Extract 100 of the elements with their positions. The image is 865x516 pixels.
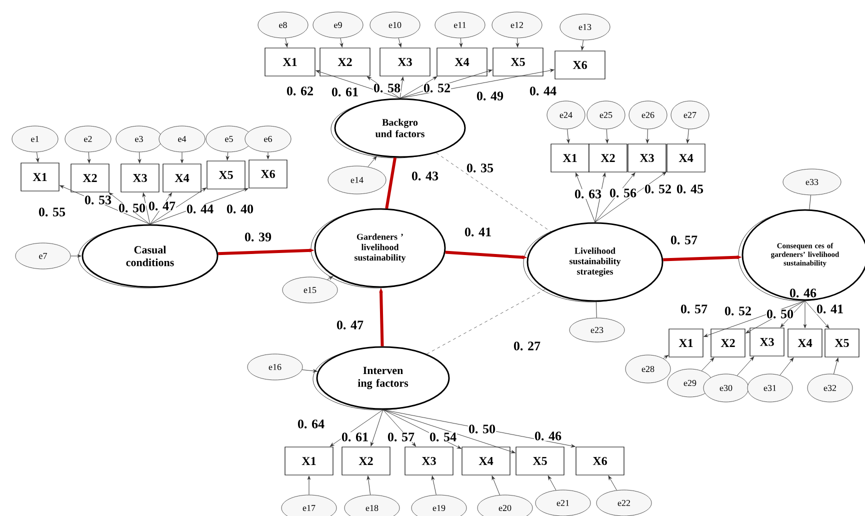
arrow bbox=[431, 476, 436, 496]
arrow bbox=[370, 410, 384, 446]
arrow bbox=[327, 276, 333, 280]
arrow bbox=[366, 476, 371, 496]
arrow bbox=[566, 128, 570, 144]
edge-label: 0. 43 bbox=[410, 171, 440, 181]
indicator-box: X5 bbox=[516, 446, 564, 476]
arrow bbox=[804, 300, 830, 328]
arrow bbox=[780, 300, 806, 328]
dashed-line bbox=[426, 289, 546, 354]
arrow bbox=[608, 476, 617, 490]
arrow bbox=[180, 152, 184, 164]
arrow bbox=[594, 172, 666, 222]
arrow bbox=[398, 38, 402, 48]
arrow bbox=[646, 129, 649, 144]
arrow bbox=[736, 356, 754, 376]
edge-label: 0. 57 bbox=[386, 432, 416, 442]
arrow bbox=[459, 38, 463, 48]
arrow bbox=[400, 76, 404, 98]
arrow bbox=[142, 192, 150, 224]
indicator-box: X2 bbox=[342, 446, 390, 476]
arrow bbox=[803, 300, 807, 328]
arrow bbox=[307, 476, 311, 495]
arrow bbox=[226, 152, 230, 160]
edge-label: 0. 39 bbox=[244, 232, 272, 242]
indicator-box: X3 bbox=[750, 328, 784, 356]
dashed-line bbox=[436, 152, 552, 232]
arrow bbox=[780, 358, 794, 376]
edge-label: 0. 57 bbox=[680, 304, 708, 314]
edge-label: 0. 27 bbox=[512, 341, 542, 351]
indicator-box: X1 bbox=[20, 162, 60, 192]
edge-label: 0. 49 bbox=[476, 91, 504, 101]
indicator-box: X1 bbox=[264, 48, 316, 76]
edge-label: 0. 44 bbox=[186, 204, 214, 214]
edge-label: 0. 41 bbox=[464, 227, 492, 237]
edge-label: 0. 53 bbox=[84, 195, 112, 205]
connector-line bbox=[809, 194, 811, 210]
arrow bbox=[368, 156, 377, 168]
edge-label: 0. 52 bbox=[724, 306, 752, 316]
arrow bbox=[686, 128, 690, 144]
edge-label: 0. 61 bbox=[340, 432, 370, 442]
arrow bbox=[606, 128, 609, 144]
arrow bbox=[400, 76, 438, 98]
arrow bbox=[663, 354, 668, 359]
arrow bbox=[70, 254, 82, 258]
indicator-box: X3 bbox=[404, 446, 454, 476]
indicator-box: X5 bbox=[824, 328, 860, 358]
edge-label: 0. 44 bbox=[528, 86, 558, 96]
edge-label: 0. 40 bbox=[226, 204, 254, 214]
arrow bbox=[284, 38, 288, 48]
edge-label: 0. 56 bbox=[608, 188, 638, 198]
edge-label: 0. 58 bbox=[372, 83, 402, 93]
edge-label: 0. 57 bbox=[670, 235, 698, 245]
edge-label: 0. 62 bbox=[286, 86, 314, 96]
indicator-box: X4 bbox=[788, 328, 822, 358]
arrow bbox=[576, 172, 596, 222]
indicator-box: X3 bbox=[628, 144, 666, 172]
arrow bbox=[316, 70, 400, 98]
edge-label: 0. 47 bbox=[336, 320, 364, 330]
arrow bbox=[266, 152, 270, 160]
indicator-box: X5 bbox=[492, 48, 544, 76]
indicator-box: X1 bbox=[284, 446, 334, 476]
arrow bbox=[834, 358, 839, 374]
edge-label: 0. 63 bbox=[574, 189, 602, 199]
indicator-box: X2 bbox=[588, 144, 628, 172]
indicator-box: X4 bbox=[162, 164, 202, 192]
arrow bbox=[701, 358, 714, 371]
arrow bbox=[382, 410, 516, 454]
edge-label: 0. 41 bbox=[816, 304, 844, 314]
edge-label: 0. 52 bbox=[422, 83, 452, 93]
indicator-box: X3 bbox=[120, 164, 160, 192]
indicator-box: X1 bbox=[550, 144, 590, 172]
indicator-box: X2 bbox=[320, 48, 370, 76]
indicator-box: X3 bbox=[380, 48, 430, 76]
indicator-box: X4 bbox=[462, 446, 510, 476]
indicator-box: X6 bbox=[248, 160, 288, 188]
edge-label: 0. 64 bbox=[296, 419, 326, 429]
edge-label: 0. 61 bbox=[330, 87, 360, 97]
indicator-box: X6 bbox=[554, 50, 606, 80]
indicator-box: X6 bbox=[576, 446, 624, 476]
edge-label: 0. 50 bbox=[766, 309, 794, 319]
arrow bbox=[36, 152, 40, 162]
arrow bbox=[340, 38, 344, 48]
arrow bbox=[580, 40, 584, 50]
edge-label: 0. 46 bbox=[788, 288, 818, 298]
connector-line bbox=[596, 301, 597, 318]
edge-label: 0. 55 bbox=[38, 207, 66, 217]
edge-label: 0. 47 bbox=[148, 201, 176, 211]
arrow bbox=[138, 152, 142, 164]
indicator-box: X2 bbox=[70, 164, 110, 192]
arrow bbox=[88, 152, 91, 164]
edge-label: 0. 54 bbox=[428, 432, 458, 442]
edge-label: 0. 46 bbox=[534, 431, 562, 441]
edge-label: 0. 45 bbox=[676, 184, 704, 194]
arrow bbox=[548, 476, 556, 490]
edge-label: 0. 50 bbox=[118, 203, 146, 213]
edge-label: 0. 52 bbox=[644, 184, 672, 194]
arrow bbox=[302, 369, 318, 372]
indicator-box: X4 bbox=[666, 144, 706, 172]
arrow bbox=[516, 38, 520, 48]
